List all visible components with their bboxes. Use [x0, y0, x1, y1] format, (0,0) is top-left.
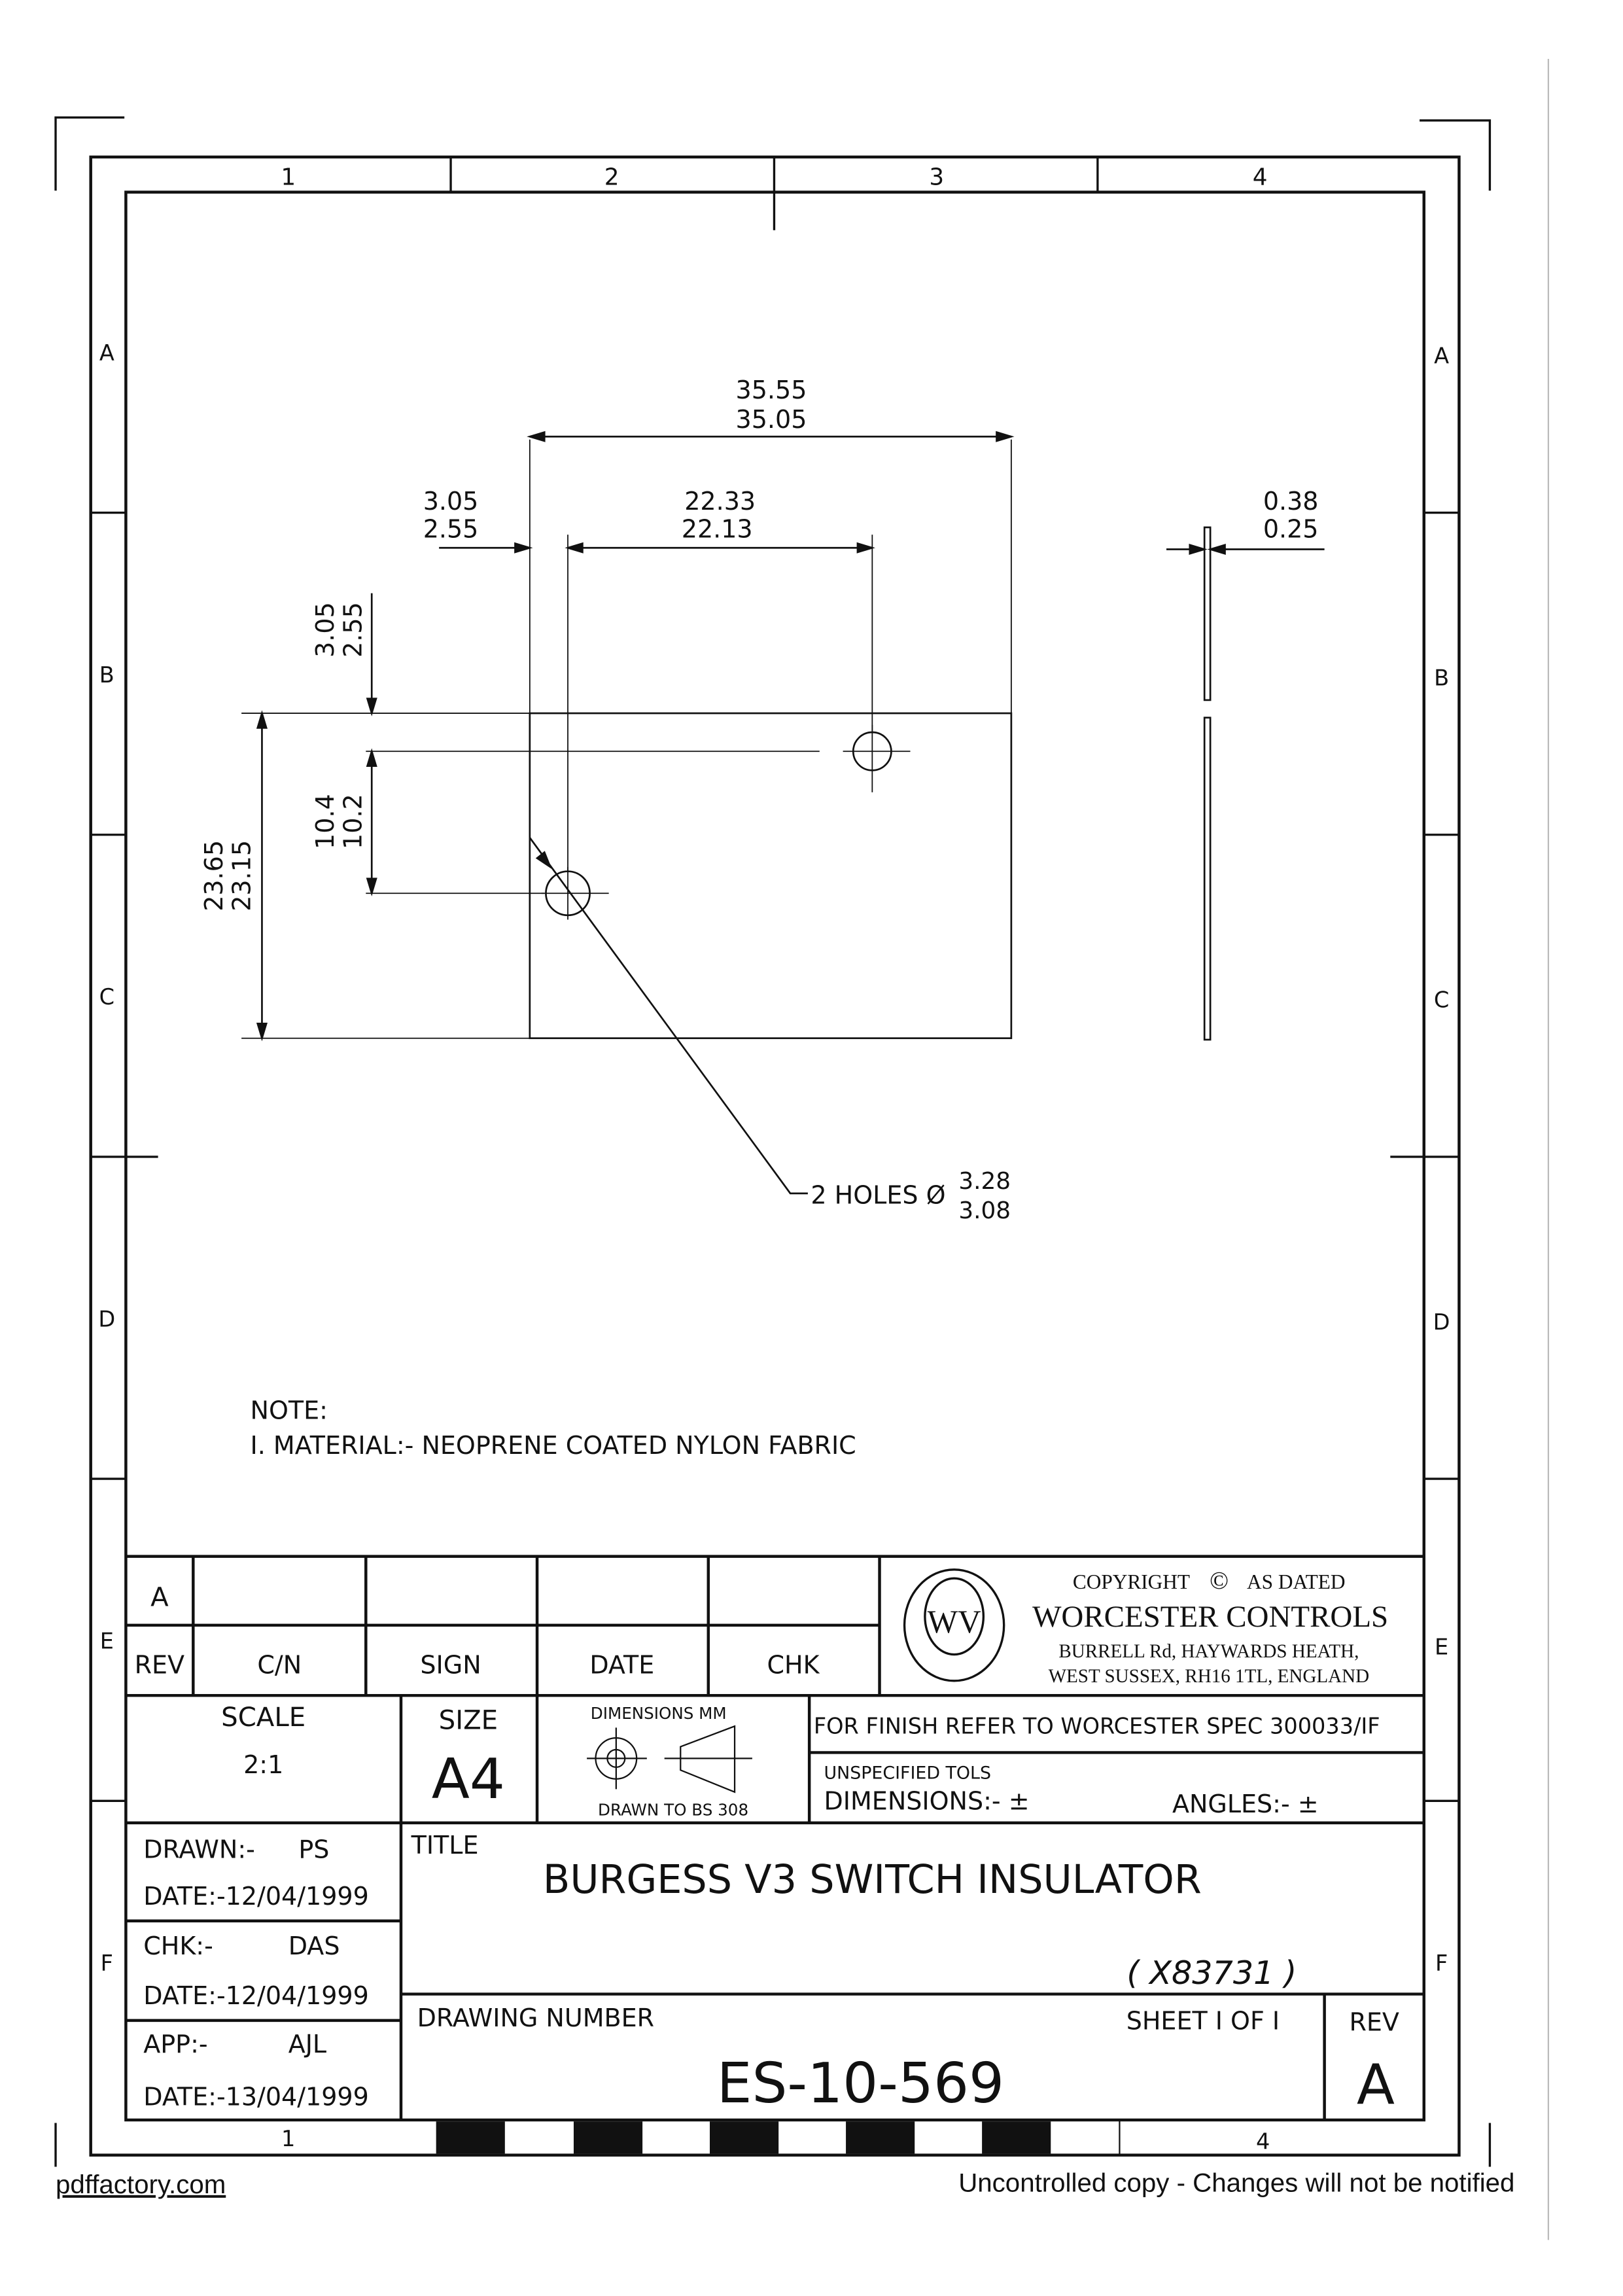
drawn-date: DATE:-12/04/1999: [143, 1882, 369, 1911]
cn-header: C/N: [257, 1651, 302, 1680]
zone-row-f-right: F: [1435, 1951, 1448, 1976]
date-header: DATE: [589, 1651, 654, 1680]
approvals: DRAWN:- PS DATE:-12/04/1999 CHK:- DAS DA…: [143, 1835, 369, 2111]
part-front-view: [241, 431, 1015, 1195]
chk-header: CHK: [767, 1651, 820, 1680]
unspecified-tols: UNSPECIFIED TOLS: [824, 1763, 991, 1784]
company-name: WORCESTER CONTROLS: [1032, 1600, 1388, 1634]
zone-row-c-right: C: [1434, 987, 1449, 1013]
dim-spacing-y-max: 10.4: [311, 794, 340, 849]
revision-table: A REV C/N SIGN DATE CHK: [135, 1583, 820, 1680]
projection-symbol-icon: [587, 1725, 752, 1793]
note-heading: NOTE:: [251, 1396, 328, 1424]
drawn-to-bs: DRAWN TO BS 308: [598, 1801, 748, 1820]
dim-width-max: 35.55: [736, 376, 807, 404]
dimensions-mm: DIMENSIONS MM: [591, 1704, 727, 1723]
zone-row-a-right: A: [1434, 343, 1449, 368]
as-dated-label: AS DATED: [1247, 1570, 1345, 1593]
rev-value: A: [1357, 2053, 1395, 2117]
rev-label: REV: [1349, 2008, 1399, 2037]
dim-spacing-x-max: 22.33: [684, 487, 756, 516]
chk-label: CHK:-: [143, 1932, 213, 1960]
holes-callout: 2 HOLES Ø: [811, 1181, 945, 1210]
dim-thickness-max: 0.38: [1263, 487, 1319, 516]
zone-col-4: 4: [1253, 164, 1268, 190]
holes-dia-max: 3.28: [958, 1168, 1011, 1195]
drawing-number-label: DRAWING NUMBER: [417, 2004, 654, 2032]
size-value: A4: [432, 1747, 505, 1812]
zone-bottom-4: 4: [1256, 2129, 1270, 2155]
zone-col-3: 3: [929, 164, 944, 190]
company-address-2: WEST SUSSEX, RH16 1TL, ENGLAND: [1049, 1666, 1370, 1687]
company-address-1: BURRELL Rd, HAYWARDS HEATH,: [1058, 1641, 1359, 1662]
zone-col-2: 2: [604, 164, 620, 190]
dim-width-min: 35.05: [736, 405, 807, 434]
zone-row-d-right: D: [1433, 1309, 1450, 1335]
drawn-by: PS: [298, 1835, 329, 1864]
border-frame: [89, 155, 1461, 2157]
app-date: DATE:-13/04/1999: [143, 2083, 369, 2111]
zone-col-1: 1: [281, 164, 296, 190]
footer-watermark-link[interactable]: pdffactory.com: [56, 2170, 226, 2199]
scale-value: 2:1: [243, 1750, 283, 1779]
drawn-label: DRAWN:-: [143, 1835, 255, 1864]
zone-row-c-left: C: [99, 984, 114, 1010]
dim-hole-x-min: 2.55: [423, 515, 479, 544]
chk-by: DAS: [288, 1932, 340, 1960]
app-by: AJL: [288, 2030, 326, 2058]
logo-letters: WV: [928, 1604, 981, 1640]
zone-row-e-right: E: [1435, 1634, 1448, 1660]
handwritten-part-number: ( X83731 ): [1126, 1954, 1297, 1992]
dim-height-max: 23.65: [200, 840, 228, 911]
crop-marks: [54, 59, 1550, 2240]
title-label: TITLE: [411, 1831, 479, 1860]
drawing-title: BURGESS V3 SWITCH INSULATOR: [543, 1857, 1202, 1903]
copyright-label: COPYRIGHT: [1073, 1570, 1190, 1593]
tol-angles: ANGLES:- ±: [1172, 1790, 1319, 1818]
finish-note: FOR FINISH REFER TO WORCESTER SPEC 30003…: [814, 1713, 1380, 1739]
rev-row-a: A: [150, 1583, 169, 1613]
worcester-logo: WV: [903, 1568, 1005, 1682]
dim-spacing-y-min: 10.2: [339, 794, 368, 849]
size-label: SIZE: [439, 1706, 498, 1736]
footer-uncontrolled-copy: Uncontrolled copy - Changes will not be …: [958, 2168, 1514, 2198]
scale-label: SCALE: [221, 1703, 305, 1733]
zone-row-d-left: D: [98, 1306, 115, 1332]
zone-bottom-1: 1: [281, 2126, 295, 2151]
drawing-number: ES-10-569: [717, 2051, 1004, 2116]
dim-hole-x-max: 3.05: [423, 487, 479, 516]
scale-bar: [436, 2121, 1051, 2154]
holes-dia-min: 3.08: [958, 1197, 1011, 1224]
zone-labels: 1 2 3 4 A B C D E F A B C D E F 1 4: [98, 164, 1450, 2154]
zone-row-b-left: B: [99, 662, 114, 688]
sign-header: SIGN: [420, 1651, 481, 1680]
sheet-info: SHEET I OF I: [1126, 2006, 1280, 2035]
app-label: APP:-: [143, 2030, 207, 2058]
dim-thickness-min: 0.25: [1263, 515, 1319, 544]
dim-height-min: 23.15: [228, 840, 256, 911]
dim-hole-y-max: 3.05: [311, 602, 340, 658]
note-material: I. MATERIAL:- NEOPRENE COATED NYLON FABR…: [251, 1431, 856, 1460]
dim-spacing-x-min: 22.13: [682, 515, 753, 544]
title-block-grid: [126, 1555, 1424, 2120]
tol-dimensions: DIMENSIONS:- ±: [824, 1787, 1030, 1816]
zone-row-e-left: E: [100, 1629, 114, 1654]
company-block: WV COPYRIGHT © AS DATED WORCESTER CONTRO…: [903, 1567, 1388, 1687]
copyright-symbol: ©: [1210, 1567, 1229, 1595]
dimensions: 35.55 35.05 3.05 2.55 22.33 22.13 0.38 0…: [200, 376, 1318, 1224]
chk-date: DATE:-12/04/1999: [143, 1981, 369, 2010]
zone-row-f-left: F: [101, 1951, 113, 1976]
dim-hole-y-min: 2.55: [339, 602, 368, 658]
zone-row-a-left: A: [99, 340, 114, 366]
part-side-view: [1166, 526, 1325, 1041]
zone-row-b-right: B: [1434, 665, 1449, 691]
rev-header: REV: [135, 1651, 184, 1680]
